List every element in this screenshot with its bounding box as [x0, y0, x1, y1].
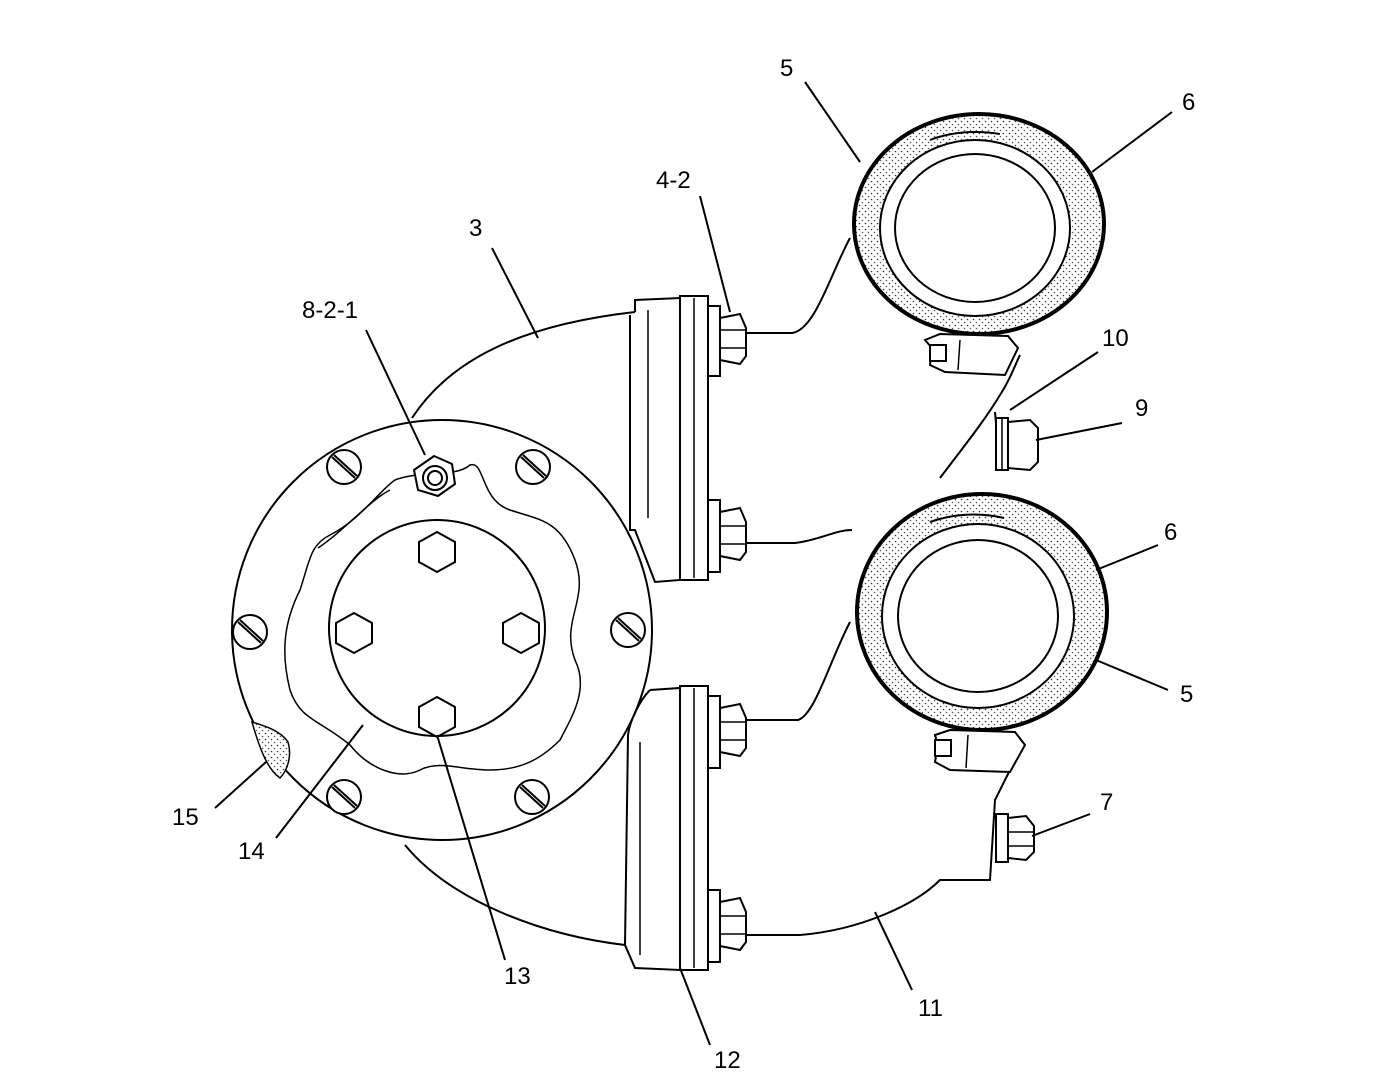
- screw-bottom-left: [326, 779, 362, 815]
- drain-plug: [995, 813, 1035, 863]
- screw-top-right: [515, 449, 551, 485]
- callout-12: 12: [714, 1047, 741, 1074]
- screw-bottom-right: [514, 779, 550, 815]
- lower-hose-assembly: [855, 492, 1109, 774]
- screw-left: [232, 614, 268, 650]
- callout-6-bottom: 6: [1164, 519, 1177, 546]
- end-cover: [231, 419, 653, 841]
- callout-3: 3: [469, 215, 482, 242]
- cover-screws: [232, 449, 646, 815]
- callout-7: 7: [1100, 789, 1113, 816]
- callout-8-2-1: 8-2-1: [302, 297, 358, 324]
- callout-6-top: 6: [1182, 89, 1195, 116]
- hex-plug-left: [335, 611, 373, 655]
- hex-plug-bottom: [418, 695, 456, 739]
- callout-labels: 5 6 4-2 3 8-2-1 10 9 6 5 7 15 14 13 11 1…: [172, 55, 1195, 1074]
- bolt-upper-1: [707, 305, 747, 377]
- flange-bolts: [707, 305, 747, 963]
- callout-11: 11: [918, 995, 943, 1022]
- bolt-lower-2: [707, 889, 747, 963]
- callout-10: 10: [1102, 325, 1129, 352]
- hex-plug-top: [418, 530, 456, 574]
- bolt-lower-1: [707, 695, 747, 769]
- callout-4-2: 4-2: [656, 167, 691, 194]
- manifold-body: [404, 237, 1021, 972]
- hex-plug-right: [502, 611, 540, 655]
- callout-5-top: 5: [780, 55, 793, 82]
- plug-with-washer: [995, 417, 1039, 472]
- screw-right: [610, 612, 646, 648]
- callout-13: 13: [504, 963, 531, 990]
- callout-5-bottom: 5: [1180, 681, 1193, 708]
- bolt-upper-2: [707, 499, 747, 573]
- sealant-patch: [250, 720, 291, 779]
- leader-lines: [214, 81, 1173, 1046]
- grease-fitting: [412, 454, 457, 498]
- screw-top-left: [326, 449, 362, 485]
- callout-9: 9: [1135, 395, 1148, 422]
- callout-14: 14: [238, 838, 265, 865]
- upper-hose-assembly: [852, 112, 1106, 377]
- callout-15: 15: [172, 804, 199, 831]
